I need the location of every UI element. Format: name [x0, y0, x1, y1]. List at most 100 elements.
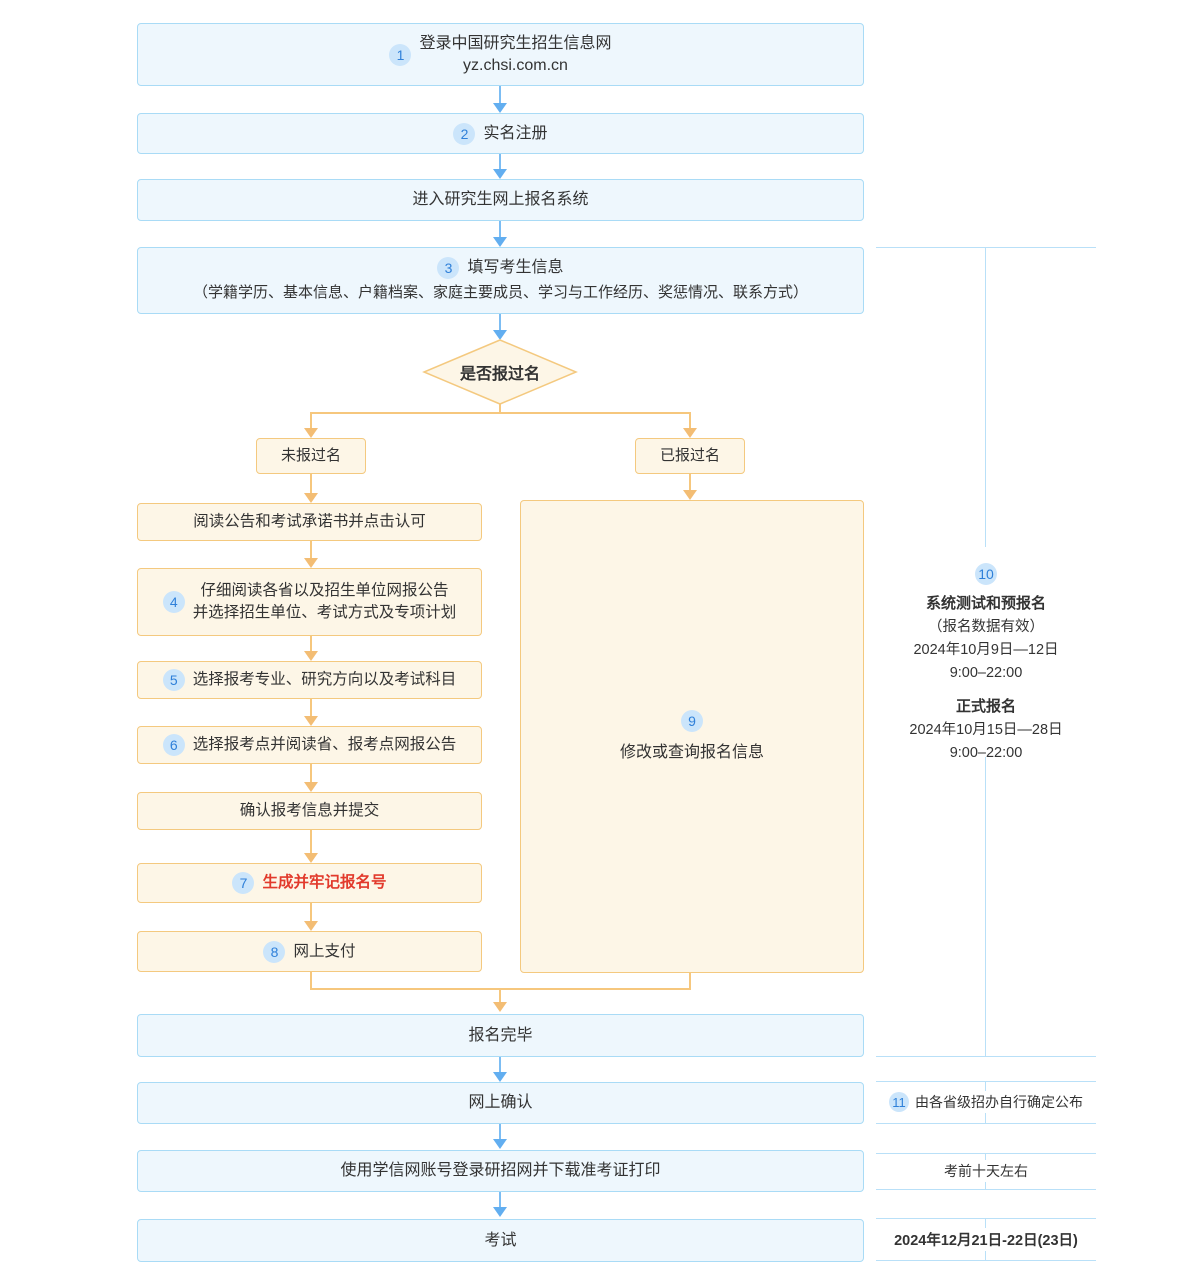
bracket-line [985, 247, 986, 547]
step-label: 选择报考点并阅读省、报考点网报公告 [192, 736, 457, 753]
step-label-line2: 并选择招生单位、考试方式及专项计划 [192, 604, 457, 621]
step-box-read-notice: 阅读公告和考试承诺书并点击认可 [137, 503, 482, 541]
side-note-confirm: 11 由各省级招办自行确定公布 [876, 1090, 1096, 1114]
side-section-registration: 系统测试和预报名 （报名数据有效） 2024年10月9日—12日 9:00–22… [876, 592, 1096, 765]
flow-box-fill-info: 3 填写考生信息 （学籍学历、基本信息、户籍档案、家庭主要成员、学习与工作经历、… [137, 247, 864, 314]
bracket-line [985, 757, 986, 1056]
flow-box-login: 1 登录中国研究生招生信息网 yz.chsi.com.cn [137, 23, 864, 86]
connector-line [310, 636, 312, 652]
step-badge: 10 [975, 563, 997, 585]
step-badge: 8 [263, 940, 286, 963]
step-label-highlight: 生成并牢记报名号 [262, 874, 387, 891]
connector-line [310, 474, 312, 493]
bracket-line [876, 1153, 1096, 1154]
flow-box-exam: 考试 [137, 1219, 864, 1262]
connector-line [310, 412, 691, 414]
login-text: 登录中国研究生招生信息网 yz.chsi.com.cn [419, 33, 611, 77]
formal-registration-title: 正式报名 [955, 698, 1016, 715]
flow-box-register: 2 实名注册 [137, 113, 864, 154]
flow-box-registration-done: 报名完毕 [137, 1014, 864, 1057]
branch-box-registered: 已报过名 [635, 438, 745, 474]
exam-label: 考试 [484, 1231, 517, 1249]
step-badge: 4 [162, 591, 185, 613]
connector-line [310, 412, 312, 429]
connector-line [310, 972, 312, 990]
connector-line [499, 221, 501, 238]
bracket-line [876, 1218, 1096, 1219]
step-box-remember-number: 7 生成并牢记报名号 [137, 863, 482, 903]
enter-system-label: 进入研究生网上报名系统 [412, 191, 589, 208]
branch-box-not-registered: 未报过名 [256, 438, 366, 474]
decision-diamond: 是否报过名 [422, 339, 578, 405]
connector-line [689, 973, 691, 990]
step-label-line1: 仔细阅读各省以及招生单位网报公告 [200, 582, 449, 599]
formal-registration-date: 2024年10月15日—28日 [909, 722, 1063, 738]
step-badge: 6 [162, 734, 185, 756]
arrow-down-icon [304, 558, 318, 568]
connector-line [499, 86, 501, 104]
bracket-line [876, 1056, 1096, 1057]
login-url: yz.chsi.com.cn [463, 56, 568, 74]
arrow-down-icon [493, 237, 507, 247]
step-badge: 7 [232, 872, 255, 894]
confirm-note-label: 由各省级招办自行确定公布 [915, 1094, 1083, 1110]
step-box-choose-exam-site: 6 选择报考点并阅读省、报考点网报公告 [137, 726, 482, 764]
bracket-line [876, 1189, 1096, 1190]
connector-line [499, 1124, 501, 1140]
connector-line [689, 412, 691, 429]
pre-registration-time: 9:00–22:00 [949, 665, 1023, 681]
connector-line [310, 764, 312, 782]
fill-info-title: 填写考生信息 [467, 259, 564, 276]
connector-line [499, 314, 501, 331]
step-badge: 11 [889, 1092, 909, 1112]
arrow-down-icon [304, 853, 318, 863]
connector-line [499, 1057, 501, 1073]
step-label: 仔细阅读各省以及招生单位网报公告 并选择招生单位、考试方式及专项计划 [193, 580, 457, 624]
arrow-down-icon [304, 716, 318, 726]
arrow-down-icon [304, 493, 318, 503]
register-label: 实名注册 [483, 124, 548, 142]
pre-registration-date: 2024年10月9日—12日 [913, 642, 1059, 658]
step-box-online-payment: 8 网上支付 [137, 931, 482, 972]
step-label: 阅读公告和考试承诺书并点击认可 [193, 513, 426, 530]
arrow-down-icon [683, 490, 697, 500]
arrow-down-icon [493, 169, 507, 179]
step-badge: 1 [389, 43, 412, 66]
arrow-down-icon [493, 1139, 507, 1149]
connector-line [689, 474, 691, 490]
connector-line [499, 1192, 501, 1208]
arrow-down-icon [683, 428, 697, 438]
connector-line [499, 988, 501, 1002]
step-label: 选择报考专业、研究方向以及考试科目 [192, 671, 457, 688]
side-note-download: 考前十天左右 [876, 1160, 1096, 1182]
connector-line [310, 830, 312, 853]
arrow-down-icon [304, 428, 318, 438]
login-title: 登录中国研究生招生信息网 [419, 34, 612, 52]
arrow-down-icon [304, 651, 318, 661]
step-label: 确认报考信息并提交 [239, 802, 380, 819]
step-badge: 3 [437, 257, 460, 279]
step-label: 网上支付 [293, 942, 356, 960]
pre-registration-title: 系统测试和预报名 [925, 595, 1046, 612]
arrow-down-icon [493, 1002, 507, 1012]
step-box-confirm-submit: 确认报考信息并提交 [137, 792, 482, 830]
flow-box-download-ticket: 使用学信网账号登录研招网并下载准考证打印 [137, 1150, 864, 1192]
fill-info-detail: （学籍学历、基本信息、户籍档案、家庭主要成员、学习与工作经历、奖惩情况、联系方式… [192, 284, 808, 301]
branch-yes-label: 已报过名 [659, 447, 720, 464]
connector-line [310, 541, 312, 559]
decision-label: 是否报过名 [459, 366, 540, 383]
exam-date-label: 2024年12月21日-22日(23日) [894, 1232, 1078, 1249]
bracket-line [876, 1260, 1096, 1261]
connector-line [499, 154, 501, 170]
connector-line [310, 699, 312, 716]
arrow-down-icon [493, 103, 507, 113]
done-label: 报名完毕 [468, 1026, 533, 1044]
connector-line [310, 903, 312, 921]
arrow-down-icon [304, 921, 318, 931]
arrow-down-icon [304, 782, 318, 792]
confirm-label: 网上确认 [468, 1094, 533, 1111]
step-badge: 9 [681, 709, 703, 732]
connector-line [499, 404, 501, 414]
download-note-label: 考前十天左右 [944, 1163, 1028, 1179]
